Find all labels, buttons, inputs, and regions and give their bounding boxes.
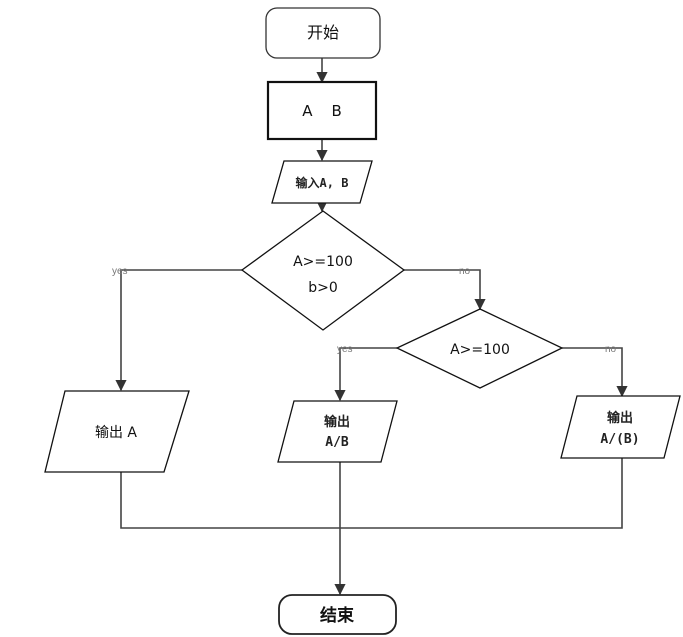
output-ab-line2: A/B xyxy=(325,435,349,450)
output-a-label: 输出 A xyxy=(95,425,137,441)
decision1-line2: b>0 xyxy=(308,280,338,296)
end-node: 结束 xyxy=(278,594,397,635)
line-output-a-to-merge xyxy=(120,472,340,529)
line-output-aparenb-to-merge xyxy=(340,458,623,529)
output-aparenb-line1: 输出 xyxy=(607,410,633,426)
start-label: 开始 xyxy=(307,23,339,42)
process-node: A B xyxy=(266,80,378,141)
start-node: 开始 xyxy=(265,7,381,59)
process-label: A B xyxy=(302,102,342,120)
input-node: 输入A, B xyxy=(271,160,373,204)
decision2-node: A>=100 xyxy=(395,308,564,389)
arrow-decision1-yes xyxy=(115,269,242,392)
arrow-decision2-yes xyxy=(334,347,397,402)
edge-label-d1-yes: yes xyxy=(112,266,128,277)
output-ab-node: 输出 A/B xyxy=(277,400,398,463)
output-a-node: 输出 A xyxy=(44,390,190,473)
edge-label-d1-no: no xyxy=(459,266,471,277)
output-aparenb-line2: A/(B) xyxy=(600,432,639,447)
arrow-decision2-no xyxy=(562,347,628,398)
output-aparenb-node: 输出 A/(B) xyxy=(560,395,681,459)
edge-label-d2-yes: yes xyxy=(337,344,353,355)
end-label: 结束 xyxy=(320,605,354,626)
arrow-decision1-no xyxy=(404,269,486,311)
output-ab-line1: 输出 xyxy=(324,414,350,430)
decision2-label: A>=100 xyxy=(450,342,510,358)
edge-label-d2-no: no xyxy=(605,344,617,355)
decision1-line1: A>=100 xyxy=(293,254,353,270)
input-label: 输入A, B xyxy=(296,175,349,190)
connectors xyxy=(115,58,628,596)
decision1-node: A>=100 b>0 xyxy=(240,210,406,331)
